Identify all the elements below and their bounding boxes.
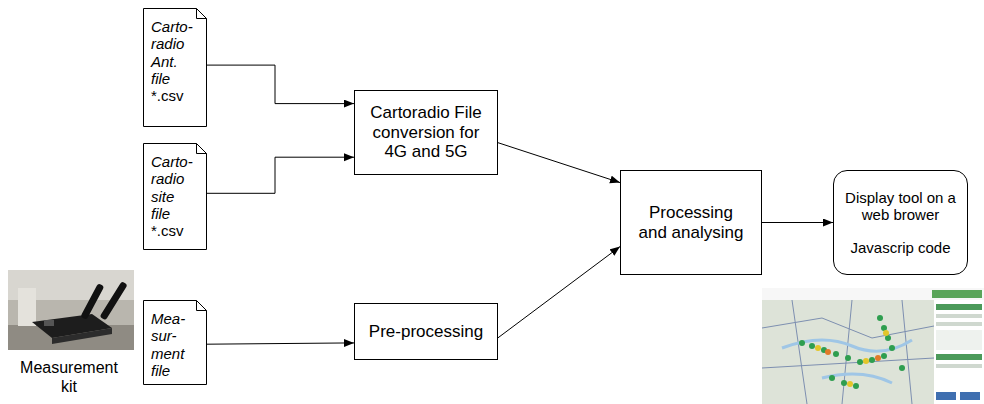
node-text: *.csv — [151, 87, 195, 104]
web-display-screenshot — [762, 288, 984, 404]
node-text: Display tool on a web brower — [838, 189, 963, 224]
arrow-connector — [207, 343, 354, 344]
node-text: Carto-radio Ant. file — [151, 18, 195, 87]
arrow-connector — [207, 157, 354, 193]
node-text: Carto-radio site file — [151, 153, 195, 222]
process-box: Processing and analysing — [620, 170, 762, 275]
file-document: Carto-radio Ant. file*.csv — [143, 8, 207, 127]
arrow-connector — [498, 247, 620, 338]
arrow-connector — [498, 143, 620, 183]
arrow-connector — [762, 222, 833, 223]
node-text: Mea-sur-ment file — [151, 310, 195, 379]
measurement-kit-photo — [8, 270, 134, 350]
process-box: Pre-processing — [354, 303, 498, 360]
display-box: Display tool on a web browerJavascrip co… — [833, 170, 968, 275]
file-document: Mea-sur-ment file — [143, 300, 207, 385]
node-text: Processing and analysing — [635, 203, 747, 242]
node-text: Pre-processing — [369, 322, 483, 342]
process-box: Cartoradio File conversion for 4G and 5G — [354, 90, 498, 175]
caption-label: Measurement kit — [16, 358, 122, 396]
node-text: *.csv — [151, 222, 195, 239]
arrow-connector — [207, 65, 354, 104]
node-text: Cartoradio File conversion for 4G and 5G — [365, 103, 487, 162]
node-text: Javascrip code — [850, 239, 950, 256]
file-document: Carto-radio site file*.csv — [143, 143, 207, 250]
